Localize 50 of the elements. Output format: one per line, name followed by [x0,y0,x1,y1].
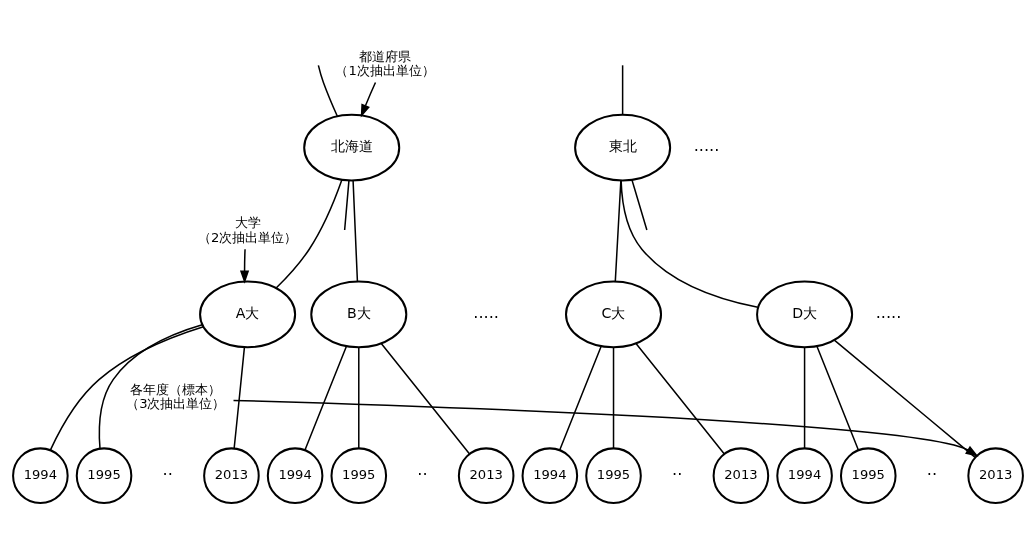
node-text: 大学 （2次抽出単位） [197,215,297,245]
node-ellipse: 北海道 [302,113,400,182]
arrow [239,248,249,284]
connector [630,179,648,231]
connector [49,326,204,451]
node-ellipse: B大 [309,280,407,349]
node-circle: 2013 [457,447,514,504]
node-ellipse: 東北 [573,113,671,182]
connector [558,345,602,451]
label: ·· [162,464,173,484]
node-circle: 1995 [839,447,897,504]
connector [351,180,358,283]
node-ellipse: D大 [755,280,853,349]
connector [803,346,805,450]
connector [317,64,338,118]
connector [303,345,347,451]
label: ·· [671,464,682,484]
connector [380,342,470,455]
connector [614,180,622,283]
node-text: 都道府県 （1次抽出単位） [334,48,435,78]
node-circle: 1995 [330,447,387,504]
node-circle: 2013 [712,447,769,504]
connector [357,346,360,450]
connector [833,339,976,459]
node-circle: 2013 [202,447,260,504]
connector [612,346,614,450]
connector [232,346,245,450]
node-ellipse: C大 [564,280,662,349]
node-circle: 1994 [521,447,578,504]
connector [815,345,859,451]
node-circle: 1994 [775,447,833,504]
label: ..... [693,136,719,156]
node-ellipse: A大 [198,280,296,349]
connector [634,342,725,455]
connector [98,324,203,450]
connector [621,64,623,116]
arrow [360,81,376,118]
label: ..... [472,303,499,323]
connector [275,179,343,289]
arrow [232,399,979,457]
node-circle: 1994 [266,447,323,504]
node-circle: 1994 [11,447,69,504]
label: ·· [416,464,428,484]
node-text: 各年度（標本） （3次抽出単位） [125,382,225,412]
label: ..... [875,303,901,323]
node-circle: 1995 [75,447,132,504]
connector [619,179,759,309]
label: ·· [926,464,937,484]
connector [343,180,350,231]
node-circle: 1995 [584,447,642,504]
